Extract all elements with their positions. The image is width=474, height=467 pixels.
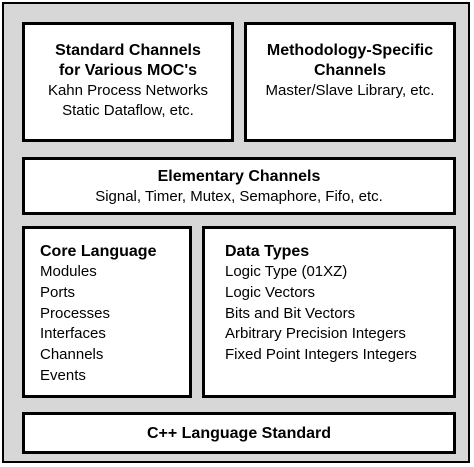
list-item: Interfaces — [40, 325, 106, 343]
architecture-diagram: Standard Channels for Various MOC's Kahn… — [2, 2, 470, 463]
list-item: Logic Vectors — [225, 283, 316, 301]
standard-channels-box: Standard Channels for Various MOC's Kahn… — [22, 22, 234, 142]
elementary-channels-title: Elementary Channels — [157, 168, 321, 185]
list-item: Logic Type (01XZ) — [225, 263, 348, 280]
methodology-channels-box: Methodology-Specific Channels Master/Sla… — [244, 22, 456, 142]
cpp-language-standard-box: C++ Language Standard — [22, 412, 456, 454]
list-item: Fixed Point Integers Integers — [225, 346, 417, 364]
core-language-list: Modules Ports Processes Interfaces Chann… — [40, 262, 189, 387]
core-language-box: Core Language Modules Ports Processes In… — [22, 226, 192, 398]
standard-channels-title-line-1: Standard Channels — [55, 42, 201, 59]
list-item: Modules — [40, 263, 97, 280]
standard-channels-line-2: Static Dataflow, etc. — [62, 102, 194, 119]
core-language-title: Core Language — [40, 243, 157, 260]
standard-channels-line-1: Kahn Process Networks — [47, 82, 209, 99]
data-types-title: Data Types — [225, 243, 310, 260]
list-item: Channels — [40, 346, 104, 364]
elementary-channels-box: Elementary Channels Signal, Timer, Mutex… — [22, 157, 456, 215]
list-item: Bits and Bit Vectors — [225, 304, 356, 322]
methodology-channels-line-1: Master/Slave Library, etc. — [265, 82, 435, 99]
data-types-list: Logic Type (01XZ) Logic Vectors Bits and… — [225, 262, 453, 366]
data-types-box: Data Types Logic Type (01XZ) Logic Vecto… — [202, 226, 456, 398]
methodology-channels-title-line-2: Channels — [313, 62, 386, 79]
list-item: Processes — [40, 304, 111, 322]
cpp-language-standard-title: C++ Language Standard — [146, 425, 332, 442]
methodology-channels-title-line-1: Methodology-Specific — [266, 42, 434, 59]
standard-channels-title-line-2: for Various MOC's — [58, 62, 198, 79]
list-item: Arbitrary Precision Integers — [225, 325, 406, 343]
list-item: Events — [40, 366, 86, 384]
elementary-channels-line: Signal, Timer, Mutex, Semaphore, Fifo, e… — [95, 188, 383, 205]
list-item: Ports — [40, 283, 76, 301]
